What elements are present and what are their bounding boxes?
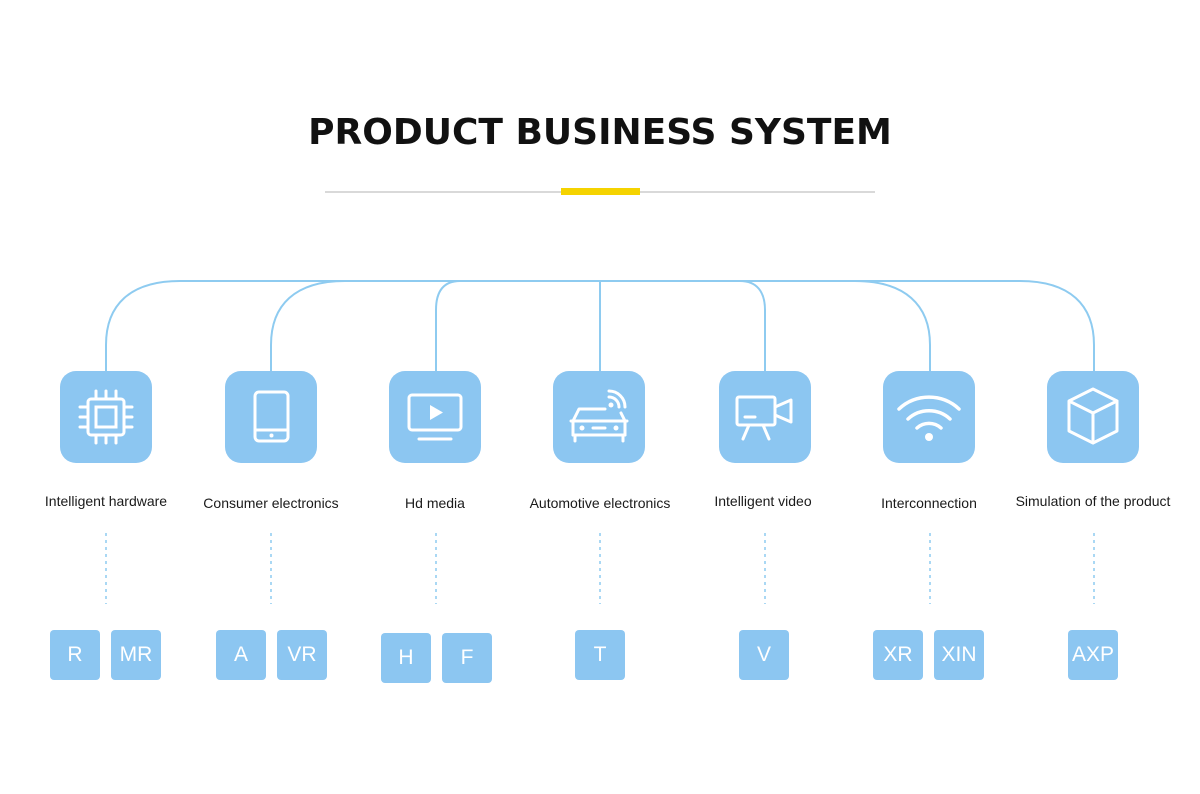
branch-line-2	[270, 280, 600, 371]
branch-line-5	[600, 280, 766, 371]
title-accent-bar	[561, 188, 640, 195]
category-label-simulation-of-the-product: Simulation of the product	[1015, 493, 1171, 509]
category-label-automotive-electronics: Automotive electronics	[529, 495, 671, 511]
category-label-intelligent-video: Intelligent video	[714, 493, 812, 509]
category-tile-consumer-electronics	[225, 371, 317, 463]
category-tile-interconnection	[883, 371, 975, 463]
category-tile-simulation-of-the-product	[1047, 371, 1139, 463]
category-label-intelligent-hardware: Intelligent hardware	[44, 493, 168, 509]
cube-icon	[1067, 387, 1119, 445]
category-tile-automotive-electronics	[553, 371, 645, 463]
product-chip-xin[interactable]: XIN	[934, 630, 984, 680]
tablet-icon	[253, 390, 290, 443]
product-chip-axp[interactable]: AXP	[1068, 630, 1118, 680]
product-chip-a[interactable]: A	[216, 630, 266, 680]
product-chip-r[interactable]: R	[50, 630, 100, 680]
category-tile-intelligent-hardware	[60, 371, 152, 463]
category-tile-intelligent-video	[719, 371, 811, 463]
category-label-consumer-electronics: Consumer electronics	[203, 495, 339, 511]
monitor-play-icon	[407, 393, 463, 441]
product-chip-f[interactable]: F	[442, 633, 492, 683]
branch-line-3	[435, 280, 600, 371]
category-label-interconnection: Interconnection	[881, 495, 977, 511]
product-chip-vr[interactable]: VR	[277, 630, 327, 680]
product-chip-h[interactable]: H	[381, 633, 431, 683]
chip-icon	[78, 389, 134, 445]
video-camera-icon	[735, 395, 793, 441]
product-chip-t[interactable]: T	[575, 630, 625, 680]
wifi-icon	[897, 395, 961, 441]
product-chip-v[interactable]: V	[739, 630, 789, 680]
branch-line-1	[105, 280, 600, 371]
product-chip-xr[interactable]: XR	[873, 630, 923, 680]
product-chip-mr[interactable]: MR	[111, 630, 161, 680]
page-title: PRODUCT BUSINESS SYSTEM	[308, 112, 892, 153]
branch-line-7	[600, 280, 1095, 371]
connected-car-icon	[569, 389, 629, 443]
category-tile-hd-media	[389, 371, 481, 463]
category-label-hd-media: Hd media	[405, 495, 465, 511]
